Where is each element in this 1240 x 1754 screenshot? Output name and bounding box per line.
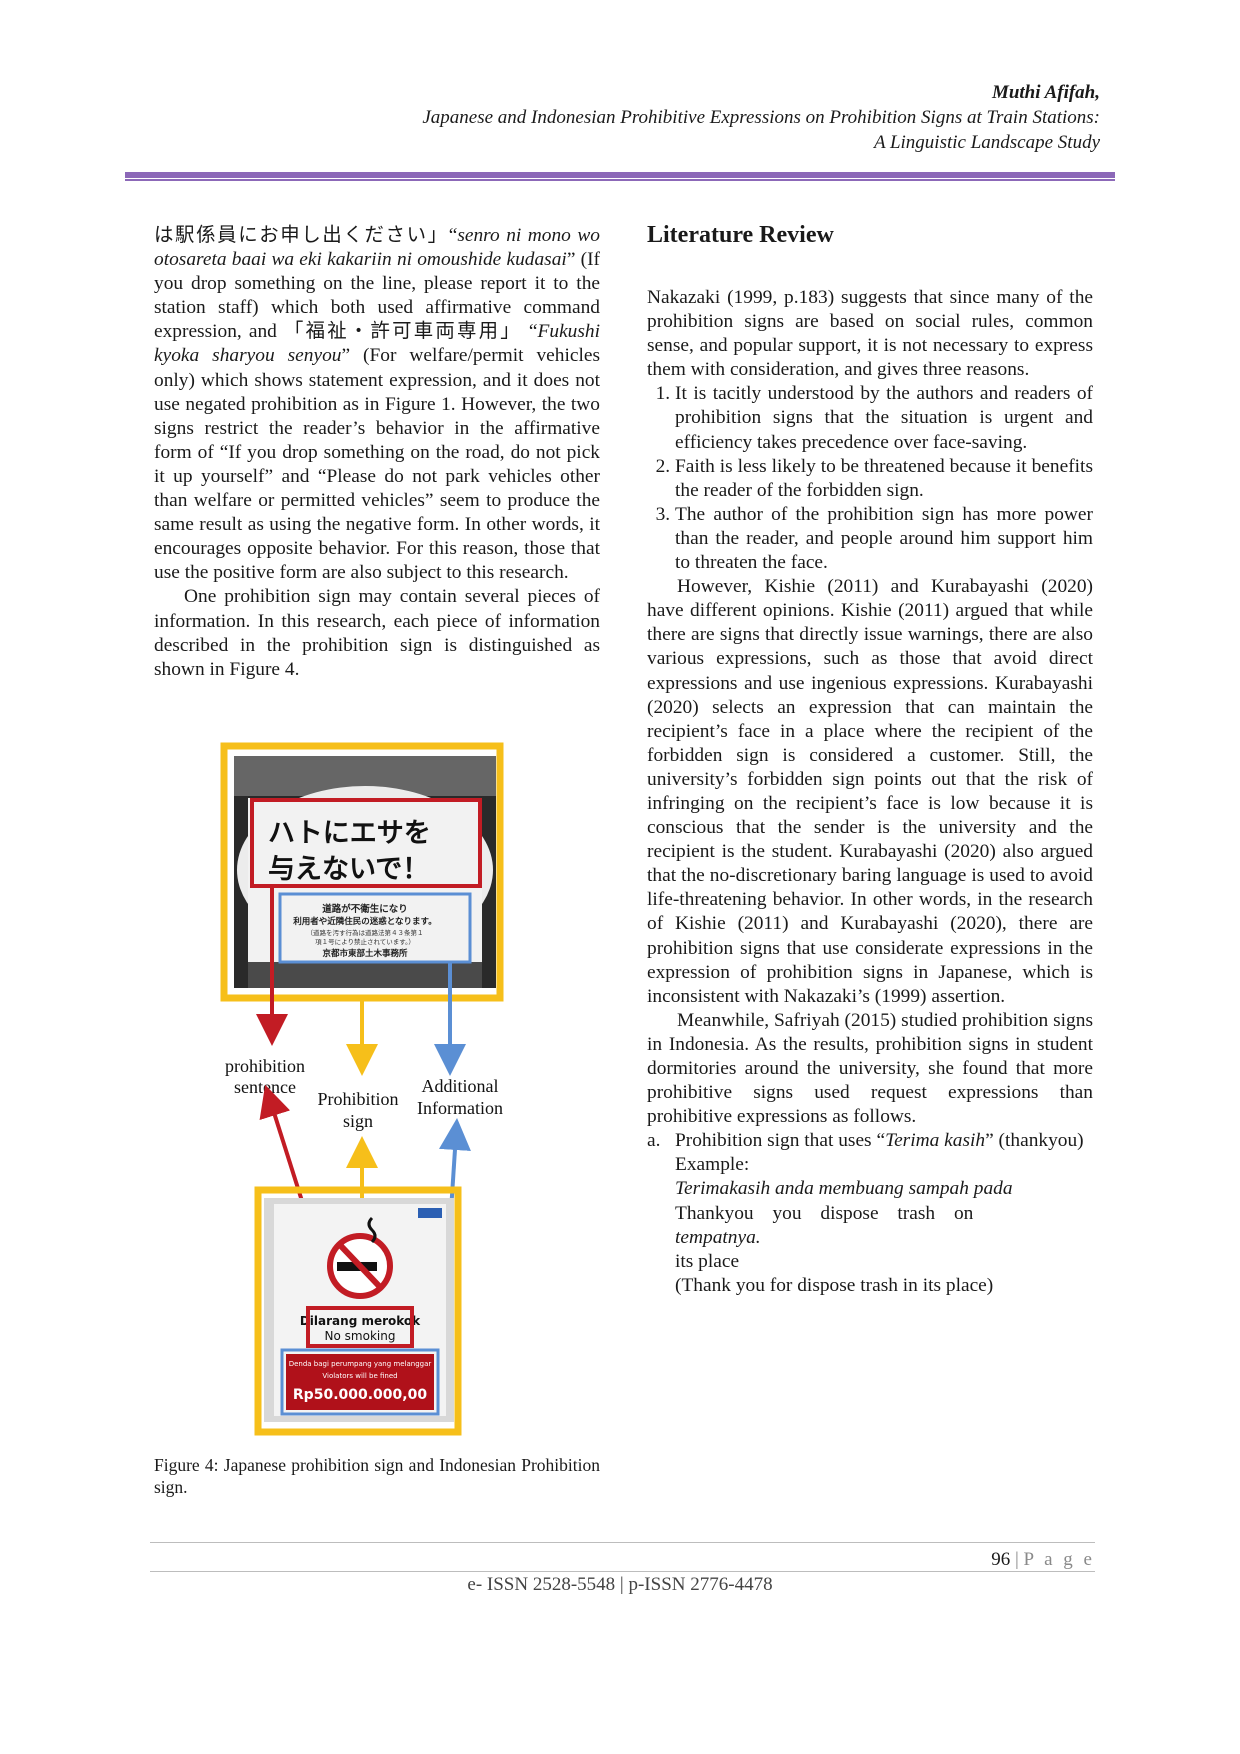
issn-line: e- ISSN 2528-5548 | p-ISSN 2776-4478: [467, 1574, 773, 1595]
right-paragraph-1: Nakazaki (1999, p.183) suggests that sin…: [647, 287, 1093, 381]
label-additional-info-1: Additional: [422, 1076, 499, 1096]
id-main-line-2: No smoking: [325, 1329, 396, 1343]
jp-info-line-5: 京都市東部土木事務所: [322, 948, 408, 959]
footer-rule-bottom: [150, 1571, 1095, 1572]
sign-pole-base: [248, 962, 482, 988]
label-prohibition-sentence-1: prohibition: [225, 1056, 305, 1076]
left-column: は駅係員にお申し出ください」“senro ni mono wo otosaret…: [154, 224, 600, 682]
jp-info-line-4: 項１号により禁止されています。）: [315, 937, 415, 946]
sign-plate-body: [248, 798, 482, 962]
japanese-sign-photo: ハトにエサを 与えないで！ 道路が不衛生になり 利用者や近隣住民の迷惑となります…: [234, 756, 496, 988]
reason-item: The author of the prohibition sign has m…: [675, 503, 1093, 575]
id-logo-mark: [418, 1208, 442, 1218]
no-smoking-slash: [337, 1242, 384, 1291]
id-yellow-box: [254, 1186, 462, 1436]
id-info-line-1: Denda bagi perumpang yang melanggar: [289, 1360, 432, 1368]
label-prohibition-sign-2: sign: [343, 1111, 373, 1131]
smoke-shape: [367, 1216, 377, 1244]
romaji-text: Fukushi kyoka sharyou senyou: [154, 321, 601, 367]
jp-info-line-2: 利用者や近隣住民の迷惑となります。: [292, 916, 436, 927]
example-label: Example:: [675, 1154, 750, 1176]
japanese-text: 「福祉・許可車両専用」: [283, 321, 522, 343]
header-title-line-2: A Linguistic Landscape Study: [873, 132, 1100, 153]
example-gloss-2: its place: [675, 1250, 740, 1272]
jp-main-line-1: ハトにエサを: [268, 818, 431, 849]
figure-4-diagram: ハトにエサを 与えないで！ 道路が不衛生になり 利用者や近隣住民の迷惑となります…: [220, 742, 504, 1436]
item-a-heading: a.Prohibition sign that uses “Terima kas…: [647, 1130, 1084, 1152]
romaji-text: senro ni mono wo otosareta baai wa eki k…: [154, 225, 601, 271]
left-paragraph-1: は駅係員にお申し出ください」“senro ni mono wo otosaret…: [154, 225, 601, 584]
id-red-box: [306, 1306, 414, 1348]
jp-info-line-3: （道路を汚す行為は道路法第４３条第１: [307, 928, 424, 937]
figure-4: ハトにエサを 与えないで！ 道路が不衛生になり 利用者や近隣住民の迷惑となります…: [210, 742, 550, 1442]
running-header: Muthi Afifah, Japanese and Indonesian Pr…: [200, 80, 1100, 155]
id-main-line-1: Dilarang merokok: [300, 1314, 421, 1328]
jp-red-box: [250, 798, 482, 888]
id-info-line-3: Rp50.000.000,00: [293, 1387, 427, 1403]
section-title: Literature Review: [647, 222, 834, 248]
reason-item: Faith is less likely to be threatened be…: [675, 455, 1093, 503]
figure-4-caption: Figure 4: Japanese prohibition sign and …: [154, 1455, 600, 1497]
japanese-text: は駅係員にお申し出ください」: [154, 225, 449, 246]
header-title-line-1: Japanese and Indonesian Prohibitive Expr…: [422, 107, 1100, 128]
example-gloss-1: Thankyou you dispose trash on: [675, 1202, 974, 1224]
jp-main-line-2: 与えないで！: [268, 854, 429, 885]
jp-blue-box: [278, 892, 472, 964]
id-blue-box: [280, 1348, 440, 1416]
id-info-line-2: Violators will be fined: [322, 1372, 397, 1380]
header-author: Muthi Afifah,: [991, 82, 1100, 103]
example-item-a: a.Prohibition sign that uses “Terima kas…: [647, 1129, 1093, 1298]
jp-info-line-1: 道路が不衛生になり: [322, 903, 408, 915]
example-indonesian-1: Terimakasih anda membuang sampah pada: [675, 1178, 1013, 1200]
page-number: 96 | P a g e: [991, 1549, 1095, 1570]
example-indonesian-2: tempatnya.: [675, 1226, 761, 1248]
label-additional-info-2: Information: [417, 1098, 503, 1118]
header-divider: [125, 172, 1115, 181]
jp-yellow-box: [220, 742, 504, 1002]
fine-banner: [286, 1354, 434, 1410]
right-paragraph-3: Meanwhile, Safriyah (2015) studied prohi…: [647, 1009, 1093, 1128]
example-translation: (Thank you for dispose trash in its plac…: [675, 1274, 994, 1296]
left-paragraph-2: One prohibition sign may contain several…: [154, 586, 600, 680]
label-prohibition-sign-1: Prohibition: [317, 1089, 398, 1109]
reason-item: It is tacitly understood by the authors …: [675, 382, 1093, 454]
right-paragraph-2: However, Kishie (2011) and Kurabayashi (…: [647, 576, 1093, 1007]
footer-rule-top: [150, 1542, 1095, 1543]
right-column: Literature Review Nakazaki (1999, p.183)…: [647, 220, 1093, 1298]
reasons-list: It is tacitly understood by the authors …: [647, 382, 1093, 575]
label-prohibition-sentence-2: sentence: [234, 1077, 296, 1097]
